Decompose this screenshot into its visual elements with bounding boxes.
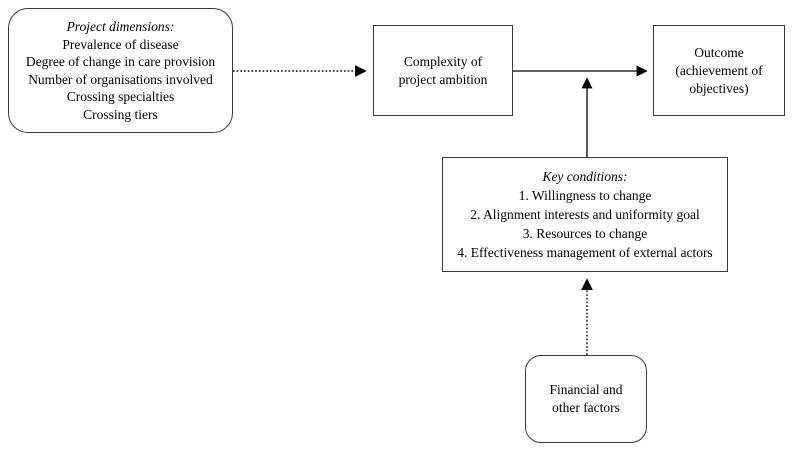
outcome-label-line: Outcome [694, 44, 744, 60]
node-financial-and-other-factors: Financial and other factors [525, 355, 647, 443]
complexity-label-line: project ambition [398, 71, 488, 87]
node-complexity-of-project-ambition: Complexity of project ambition [373, 25, 513, 116]
financial-label-line: Financial and [549, 382, 623, 397]
project-dimensions-title: Project dimensions: [66, 19, 175, 34]
financial-label-line: other factors [552, 400, 620, 415]
complexity-label-line: Complexity of [403, 53, 483, 69]
node-key-conditions: Key conditions: 1. Willingness to change… [442, 157, 728, 272]
project-dimensions-item: Crossing specialties [66, 89, 175, 104]
key-conditions-item: 2. Alignment interests and uniformity go… [470, 207, 700, 222]
project-dimensions-item: Degree of change in care provision [25, 54, 216, 69]
key-conditions-title: Key conditions: [542, 169, 628, 184]
key-conditions-item: 3. Resources to change [522, 226, 648, 241]
key-conditions-item: 1. Willingness to change [518, 188, 652, 203]
project-dimensions-item: Number of organisations involved [28, 71, 213, 87]
project-dimensions-item: Prevalence of disease [62, 36, 179, 52]
node-outcome: Outcome (achievement of objectives) [653, 25, 785, 116]
node-project-dimensions: Project dimensions: Prevalence of diseas… [8, 8, 233, 133]
key-conditions-item: 4. Effectiveness management of external … [457, 245, 713, 260]
outcome-label-line: (achievement of [675, 62, 763, 78]
project-dimensions-item: Crossing tiers [83, 106, 158, 122]
outcome-label-line: objectives) [689, 80, 749, 96]
